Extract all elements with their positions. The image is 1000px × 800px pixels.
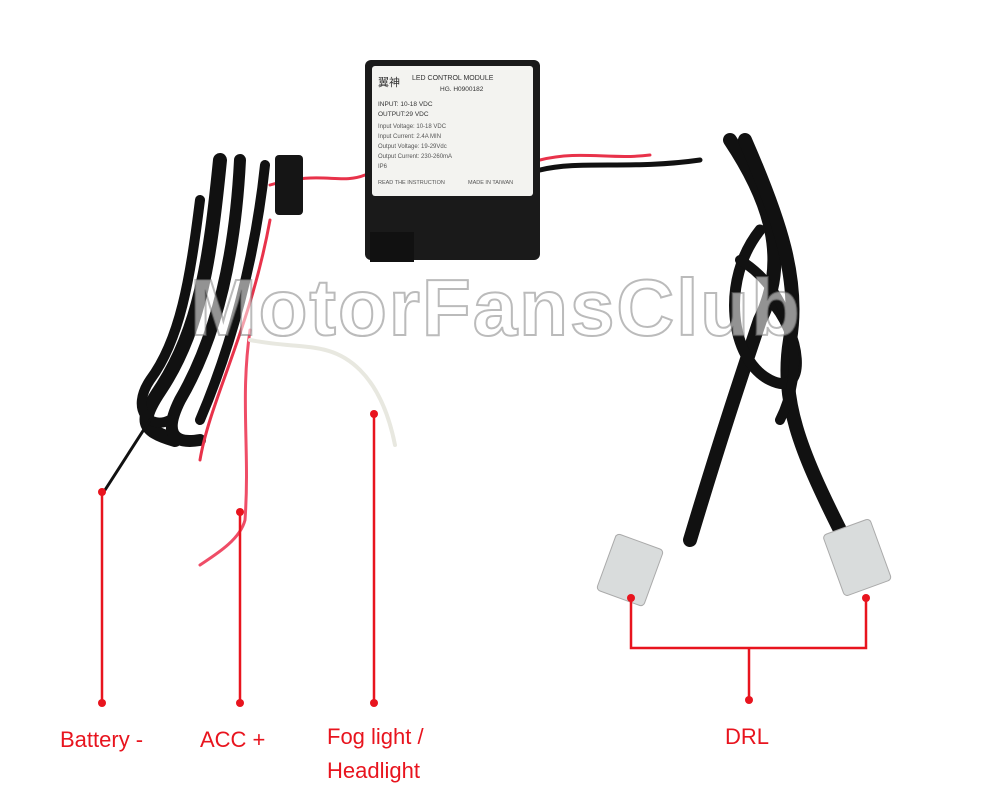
module-model: HG. H0900182 <box>440 86 484 93</box>
label-battery-negative: Battery - <box>60 727 144 752</box>
drl-connector-left <box>596 533 664 607</box>
label-acc-positive: ACC + <box>200 727 266 752</box>
module-footer-left: READ THE INSTRUCTION <box>378 180 445 186</box>
right-cable-bundle <box>683 133 847 547</box>
module-spec: IP6 <box>378 164 388 170</box>
label-headlight: Headlight <box>327 758 420 783</box>
module-spec: Output Current: 230-260mA <box>378 154 452 160</box>
annotation-dots <box>98 410 870 707</box>
module-spec: Input Voltage: 10-18 VDC <box>378 124 447 130</box>
fuse-holder <box>275 155 303 215</box>
module-brand: 翼神 <box>378 75 400 89</box>
module-spec: Output Voltage: 19-29Vdc <box>378 144 447 150</box>
module-spec: Input Current: 2.4A MIN <box>378 134 441 140</box>
annotation-lines <box>100 414 868 703</box>
module-footer-right: MADE IN TAIWAN <box>468 180 513 186</box>
label-drl: DRL <box>725 724 770 749</box>
watermark: MotorFansClub <box>190 263 800 352</box>
module-input: INPUT: 10-18 VDC <box>378 101 433 108</box>
label-fog-light: Fog light / <box>327 724 424 749</box>
drl-connector-right <box>823 519 892 596</box>
left-cable-bundle <box>103 153 270 492</box>
module-title: LED CONTROL MODULE <box>412 75 494 82</box>
module-output: OUTPUT:29 VDC <box>378 111 429 118</box>
led-control-module: 翼神 LED CONTROL MODULE HG. H0900182 INPUT… <box>365 60 540 262</box>
